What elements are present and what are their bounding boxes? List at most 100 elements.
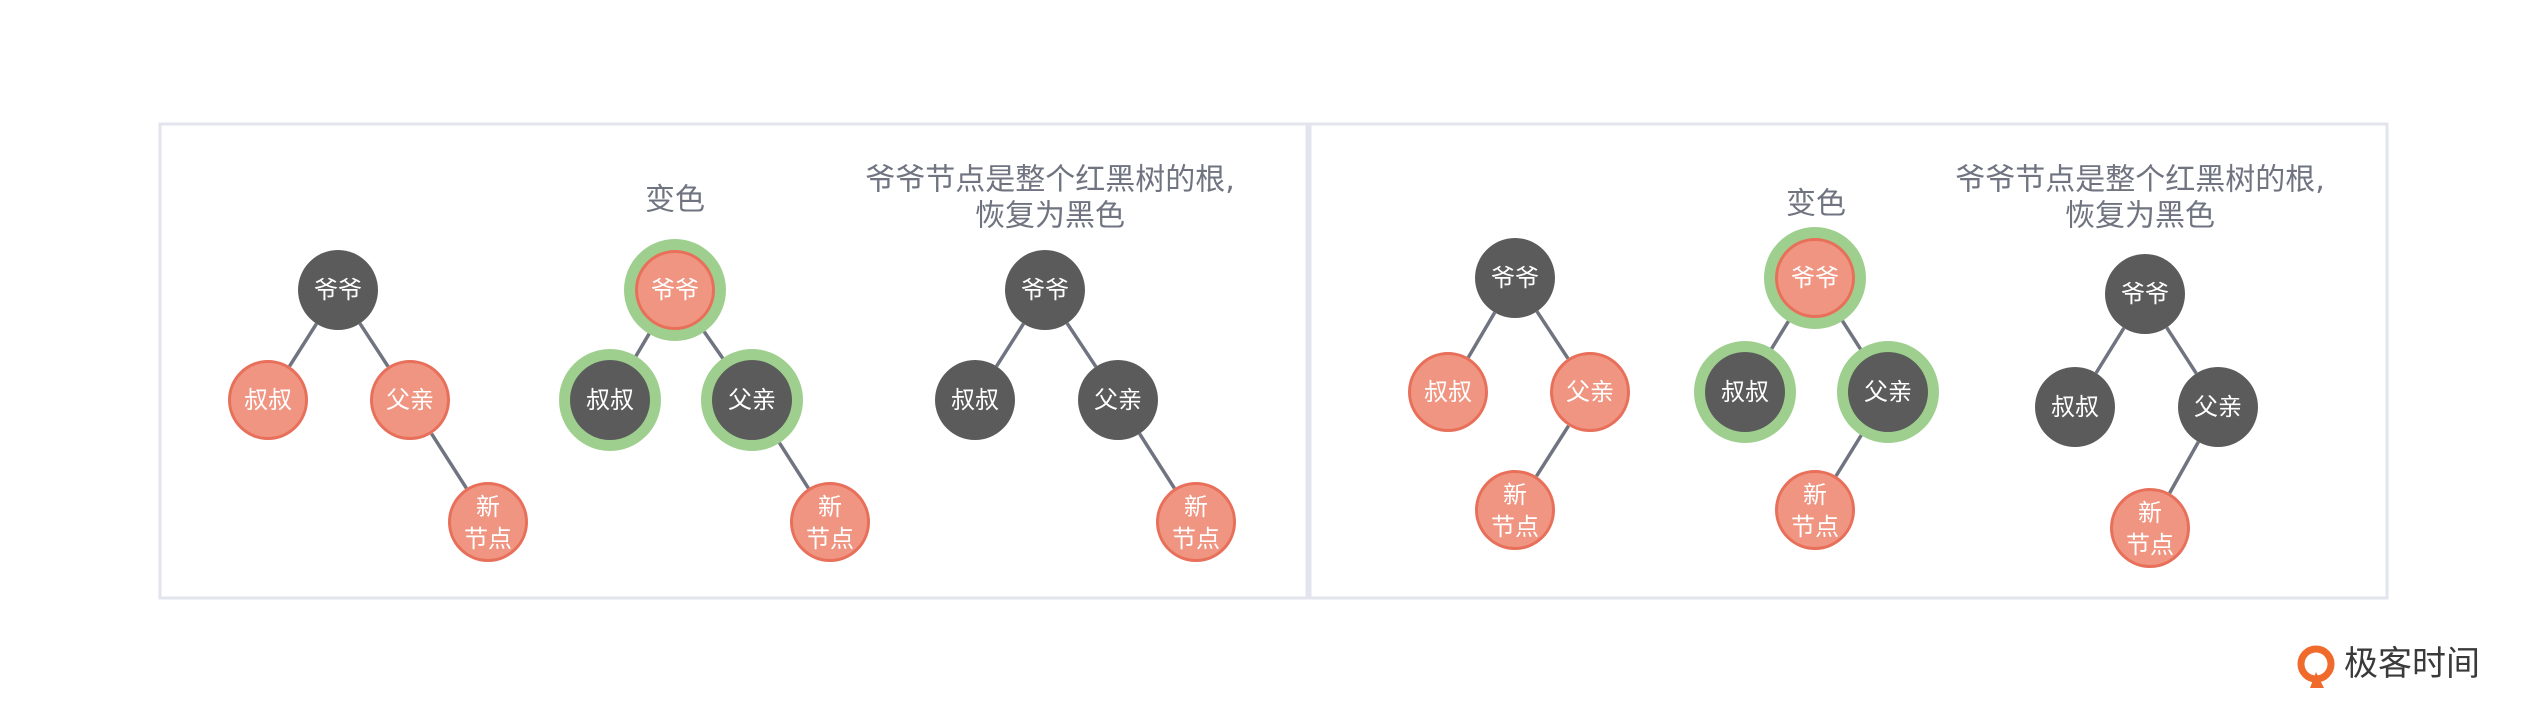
left-child-case-step1-uncle-node-circle [1408,352,1488,432]
right-child-case-step1-edge-father-new-node [430,432,468,490]
left-child-case-step3-edge-grandparent-uncle [2094,327,2126,374]
left-child-case-step3-new-node-circle [2110,488,2190,568]
geektime-logo-icon [2297,645,2335,688]
left-child-case-step2-father-node-label: 父亲 [1864,378,1912,406]
left-child-case-step2-father-node: 父亲 [1837,341,1939,443]
right-child-case-step1-new-node: 新节点 [448,482,528,562]
right-child-case-step3-father-node-label: 父亲 [1094,386,1142,414]
right-child-case-step1-father-node-label: 父亲 [386,386,434,414]
geektime-logo: 极客时间 [2297,644,2480,688]
right-child-case-step2-father-node-label: 父亲 [728,386,776,414]
left-child-case-step2-grandparent-node-circle [1775,238,1855,318]
right-child-case-step3-uncle-node-circle [935,360,1015,440]
left-child-case-step1-father-node-label: 父亲 [1566,378,1614,406]
left-child-case-step3-new-node-label: 节点 [2126,531,2174,559]
recolor-caption-left: 变色 [645,183,705,218]
left-child-case-step2-new-node-label: 节点 [1791,513,1839,541]
left-child-case-step3-new-node: 新节点 [2110,488,2190,568]
left-child-case-step1-new-node-label: 新 [1503,481,1527,509]
right-child-case-step3-uncle-node-label: 叔叔 [951,386,999,414]
left-child-case-step1-grandparent-node: 爷爷 [1475,238,1555,318]
left-child-case-step1-new-node-label: 节点 [1491,513,1539,541]
left-child-case-step3-grandparent-node: 爷爷 [2105,254,2185,334]
right-child-case-step3-new-node-circle [1156,482,1236,562]
right-child-case-step1-father-node: 父亲 [370,360,450,440]
left-child-case-step2-new-node-label: 新 [1803,481,1827,509]
right-child-case-step3-edge-grandparent-father [1065,322,1098,368]
right-child-case-step1-uncle-node: 叔叔 [228,360,308,440]
right-child-case-step2-uncle-node: 叔叔 [559,349,661,451]
left-child-case-step1-edge-grandparent-father [1535,310,1570,360]
right-child-case-step2-uncle-node-circle [570,360,650,440]
left-child-case-step1-new-node: 新节点 [1475,470,1555,550]
right-child-case-step3-new-node-label: 节点 [1172,525,1220,553]
left-child-case-step2-grandparent-node: 爷爷 [1764,227,1866,329]
right-child-case-step1-father-node-circle [370,360,450,440]
right-child-case-step2-grandparent-node: 爷爷 [624,239,726,341]
right-child-case-step1-new-node-label: 节点 [464,525,512,553]
left-child-case-step2-uncle-node-circle [1705,352,1785,432]
left-child-case-step1-edge-grandparent-uncle [1466,311,1497,359]
left-child-case-step1-grandparent-node-circle [1475,238,1555,318]
recolor-caption-right: 变色 [1786,187,1846,222]
left-child-case-step3-grandparent-node-label: 爷爷 [2121,280,2169,308]
right-child-case-step3-grandparent-node: 爷爷 [1005,250,1085,330]
right-child-case-step2-new-node-circle [790,482,870,562]
left-child-case-step2-grandparent-node-label: 爷爷 [1791,264,1839,292]
step-captions: 变色 爷爷节点是整个红黑树的根, 恢复为黑色 变色 爷爷节点是整个红黑树的根, … [645,163,2325,234]
right-child-case-step2-grandparent-node-circle [635,250,715,330]
right-child-case-step2-uncle-node-label: 叔叔 [586,386,634,414]
right-child-case-step1-new-node-label: 新 [476,493,500,521]
right-child-case-step1-new-node-circle [448,482,528,562]
left-child-case-step3-uncle-node-label: 叔叔 [2051,393,2099,421]
left-child-case-step1-father-node: 父亲 [1550,352,1630,432]
left-child-case-step1-uncle-node: 叔叔 [1408,352,1488,432]
left-child-case-step3-father-node-circle [2178,367,2258,447]
right-child-case-step1-edge-grandparent-father [358,322,390,368]
right-child-case-step3-grandparent-node-label: 爷爷 [1021,276,1069,304]
right-child-case-step2-grandparent-node-label: 爷爷 [651,276,699,304]
right-child-case-step3-new-node-label: 新 [1184,493,1208,521]
right-child-case-step2-new-node: 新节点 [790,482,870,562]
left-child-case-step2-new-node-circle [1775,470,1855,550]
right-child-case-step1-uncle-node-circle [228,360,308,440]
root-caption-left-line2: 恢复为黑色 [975,199,1125,234]
left-child-case-step3-father-node-label: 父亲 [2194,393,2242,421]
right-child-case-step1-uncle-node-label: 叔叔 [244,386,292,414]
right-child-case-step3-edge-grandparent-uncle [994,322,1026,368]
left-child-case-step1-new-node-circle [1475,470,1555,550]
right-child-case-step3-edge-father-new-node [1138,432,1176,490]
left-child-case-step3-new-node-label: 新 [2138,499,2162,527]
left-child-case-step1-edge-father-new-node [1534,424,1571,478]
logo-text: 极客时间 [2344,644,2480,684]
root-caption-right-line2: 恢复为黑色 [2065,199,2215,234]
left-child-case-step3-grandparent-node-circle [2105,254,2185,334]
left-child-case-step1-uncle-node-label: 叔叔 [1424,378,1472,406]
root-caption-right-line1: 爷爷节点是整个红黑树的根, [1955,163,2325,198]
right-child-case-step2-father-node: 父亲 [701,349,803,451]
right-child-case-step1-edge-grandparent-uncle [287,322,319,368]
left-child-case-step1-father-node-circle [1550,352,1630,432]
right-child-case-step1-grandparent-node-label: 爷爷 [314,276,362,304]
right-child-case-step1-grandparent-node-circle [298,250,378,330]
left-child-case-step2-new-node: 新节点 [1775,470,1855,550]
right-child-case-step3-grandparent-node-circle [1005,250,1085,330]
left-child-case-step2-uncle-node: 叔叔 [1694,341,1796,443]
left-child-case-step3-uncle-node: 叔叔 [2035,367,2115,447]
right-child-case-step2-new-node-label: 节点 [806,525,854,553]
trees-layer: 爷爷叔叔父亲新节点爷爷叔叔父亲新节点爷爷叔叔父亲新节点爷爷叔叔父亲新节点爷爷叔叔… [228,227,2258,568]
right-child-case-step2-new-node-label: 新 [818,493,842,521]
right-child-case-step3-uncle-node: 叔叔 [935,360,1015,440]
left-child-case-step3-father-node: 父亲 [2178,367,2258,447]
right-child-case-step3-father-node: 父亲 [1078,360,1158,440]
right-child-case-step2-father-node-circle [712,360,792,440]
right-child-case-step1-grandparent-node: 爷爷 [298,250,378,330]
root-caption-left-line1: 爷爷节点是整个红黑树的根, [865,163,1235,198]
left-child-case-step1-grandparent-node-label: 爷爷 [1491,264,1539,292]
right-child-case-step3-father-node-circle [1078,360,1158,440]
right-child-case-step3-new-node: 新节点 [1156,482,1236,562]
left-child-case-step3-uncle-node-circle [2035,367,2115,447]
left-child-case-step3-edge-father-new-node [2168,441,2200,494]
left-child-case-step2-uncle-node-label: 叔叔 [1721,378,1769,406]
